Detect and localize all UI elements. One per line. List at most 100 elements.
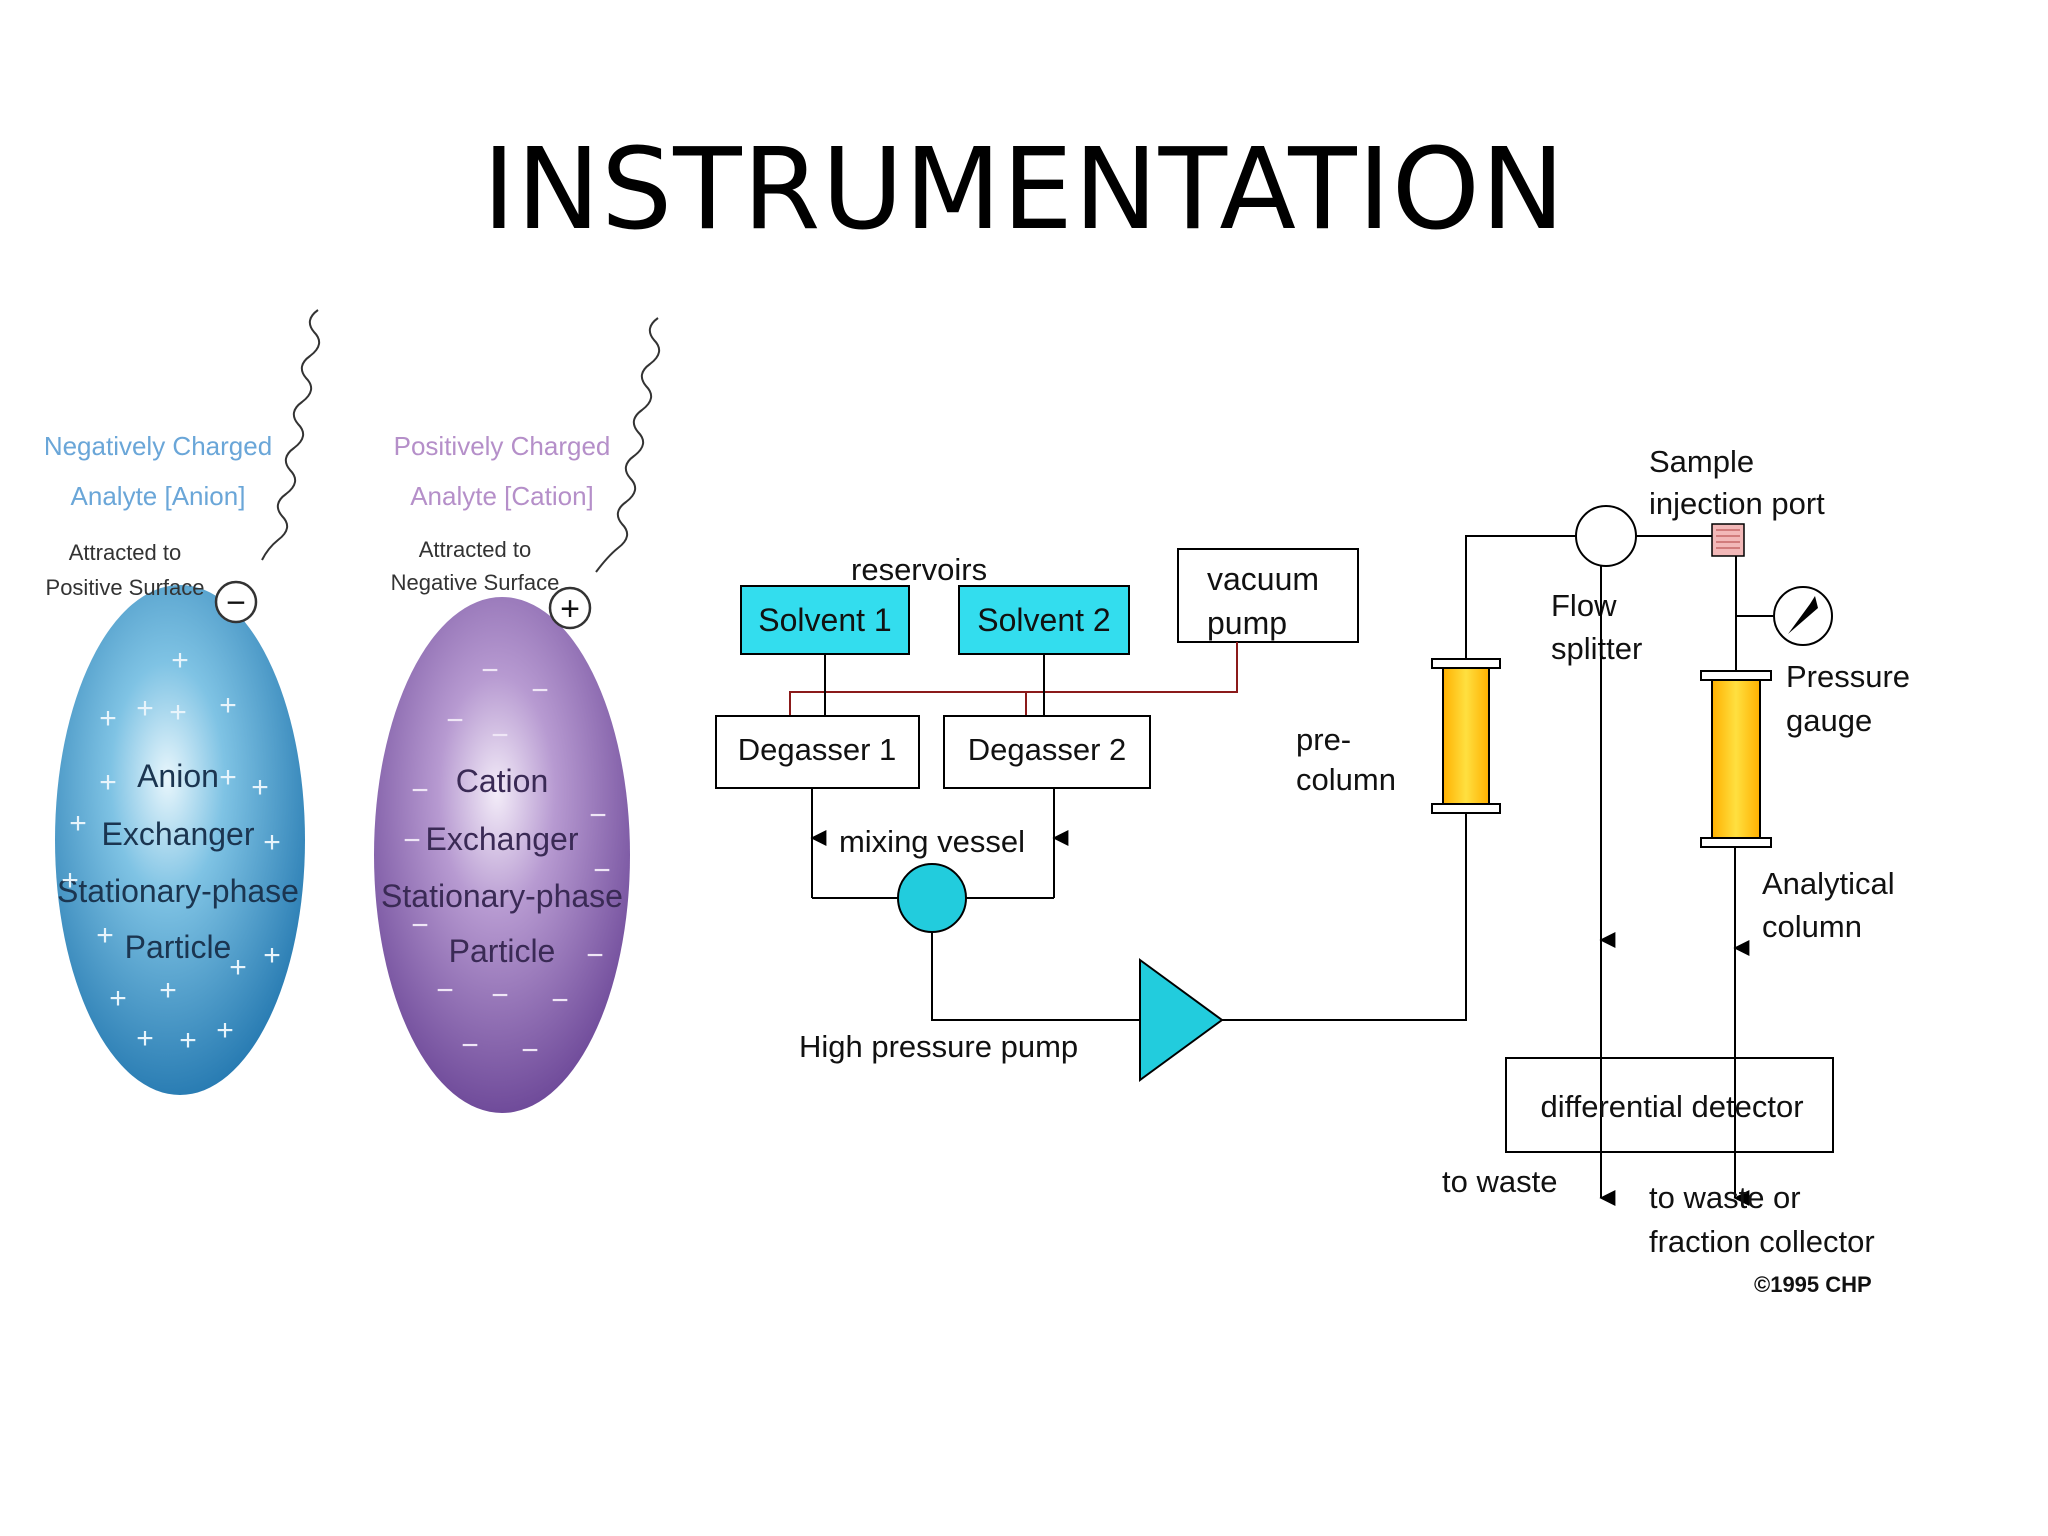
mixer-feed-lines	[810, 788, 1069, 899]
flow-splitter-line1: Flow	[1551, 588, 1617, 623]
surface-charge-mark: −	[589, 799, 607, 832]
surface-charge-mark: +	[96, 919, 114, 952]
solvent1-box	[740, 585, 910, 655]
surface-charge-mark: +	[229, 951, 247, 984]
sample-injection-port	[1711, 523, 1745, 557]
anion-particle-line2: Exchanger	[102, 816, 255, 852]
surface-charge-mark: −	[551, 984, 569, 1017]
surface-charge-mark: −	[593, 854, 611, 887]
mixer-to-pump-line	[931, 932, 1140, 1021]
cation-particle-line2: Exchanger	[426, 821, 579, 857]
flow-splitter	[1575, 505, 1637, 567]
anion-tether	[261, 309, 321, 561]
anion-analyte-line2: Analyte [Anion]	[71, 481, 246, 511]
high-pressure-pump-label: High pressure pump	[799, 1029, 1078, 1064]
slide-title: INSTRUMENTATION	[482, 125, 1566, 255]
flow-splitter-line2: splitter	[1551, 631, 1642, 666]
reservoirs-label: reservoirs	[851, 552, 987, 587]
vacuum-pump-box	[1177, 548, 1359, 643]
anion-surface-charges: + + + + + + + + + + + + + + + + + + +	[61, 644, 281, 1057]
surface-charge-mark: +	[136, 1022, 154, 1055]
cation-surface-charges: − − − − − − − − − − − − − − −	[403, 654, 611, 1067]
surface-charge-mark: +	[179, 1024, 197, 1057]
vacuum-lines	[789, 642, 1238, 716]
anion-particle-line4: Particle	[125, 929, 232, 965]
anion-exchanger: − Negatively Charged Analyte [Anion] Att…	[44, 309, 321, 1095]
surface-charge-mark: −	[521, 1034, 539, 1067]
surface-charge-mark: −	[531, 674, 549, 707]
pressure-gauge-line2: gauge	[1786, 703, 1872, 738]
anion-attract-line2: Positive Surface	[46, 575, 205, 600]
surface-charge-mark: +	[219, 761, 237, 794]
surface-charge-mark: −	[586, 939, 604, 972]
surface-charge-mark: +	[169, 696, 187, 729]
mixing-vessel	[897, 863, 967, 933]
cation-exchanger: + Positively Charged Analyte [Cation] At…	[374, 317, 661, 1113]
precolumn-line2: column	[1296, 762, 1396, 797]
cation-sphere	[374, 597, 630, 1113]
cation-charge-circle	[548, 586, 592, 630]
analytical-column	[1700, 670, 1772, 848]
cation-particle-line1: Cation	[456, 763, 549, 799]
anion-particle-line3: Stationary-phase	[57, 873, 299, 909]
anion-charge-symbol: −	[226, 584, 246, 622]
to-waste-label: to waste	[1442, 1164, 1557, 1199]
hplc-schematic: reservoirs Solvent 1 Solvent 2 vacuum pu…	[715, 444, 1910, 1297]
precolumn-to-splitter-line	[1465, 535, 1576, 659]
analytical-column-line2: column	[1762, 909, 1862, 944]
anion-analyte-line1: Negatively Charged	[44, 431, 272, 461]
surface-charge-mark: −	[446, 704, 464, 737]
surface-charge-mark: +	[99, 766, 117, 799]
cation-tether	[595, 317, 661, 573]
mixing-vessel-label: mixing vessel	[839, 824, 1025, 859]
differential-detector-box	[1505, 1057, 1834, 1153]
surface-charge-mark: +	[99, 702, 117, 735]
surface-charge-mark: +	[216, 1014, 234, 1047]
anion-sphere	[55, 585, 305, 1095]
injection-port-pattern	[1716, 529, 1740, 549]
surface-charge-mark: +	[159, 974, 177, 1007]
anion-particle-line1: Anion	[137, 758, 219, 794]
pre-column	[1431, 658, 1501, 814]
cation-particle-line3: Stationary-phase	[381, 878, 623, 914]
anion-charge-circle	[214, 580, 258, 624]
surface-charge-mark: +	[219, 689, 237, 722]
pressure-gauge-needle-icon	[1788, 596, 1818, 634]
copyright-label: ©1995 CHP	[1754, 1272, 1872, 1297]
surface-charge-mark: −	[491, 979, 509, 1012]
surface-charge-mark: −	[411, 909, 429, 942]
cation-attract-line2: Negative Surface	[391, 570, 560, 595]
sample-port-line1: Sample	[1649, 444, 1754, 479]
surface-charge-mark: −	[403, 824, 421, 857]
surface-charge-mark: −	[491, 719, 509, 752]
surface-charge-mark: +	[263, 826, 281, 859]
sample-port-line2: injection port	[1649, 486, 1825, 521]
surface-charge-mark: −	[411, 774, 429, 807]
pressure-gauge-line1: Pressure	[1786, 659, 1910, 694]
solvent2-label: Solvent 2	[977, 602, 1110, 638]
surface-charge-mark: −	[461, 1029, 479, 1062]
solvent-lines	[824, 654, 1045, 716]
surface-charge-mark: −	[436, 974, 454, 1007]
collector-line1: to waste or	[1649, 1180, 1801, 1215]
cation-particle-line4: Particle	[449, 933, 556, 969]
cation-analyte-line1: Positively Charged	[394, 431, 611, 461]
surface-charge-mark: +	[171, 644, 189, 677]
cation-analyte-line2: Analyte [Cation]	[410, 481, 594, 511]
solvent1-label: Solvent 1	[758, 602, 891, 638]
cation-attract-line1: Attracted to	[419, 537, 532, 562]
analytical-column-line1: Analytical	[1762, 866, 1895, 901]
surface-charge-mark: +	[136, 692, 154, 725]
collector-line2: fraction collector	[1649, 1224, 1875, 1259]
solvent2-box	[958, 585, 1130, 655]
high-pressure-pump	[1139, 958, 1224, 1082]
surface-charge-mark: +	[263, 939, 281, 972]
degasser1-label: Degasser 1	[738, 732, 897, 767]
surface-charge-mark: +	[69, 807, 87, 840]
degasser1-box	[715, 715, 920, 789]
vacuum-pump-line2: pump	[1207, 605, 1287, 641]
degasser2-label: Degasser 2	[968, 732, 1127, 767]
degasser2-box	[943, 715, 1151, 789]
surface-charge-mark: +	[109, 982, 127, 1015]
